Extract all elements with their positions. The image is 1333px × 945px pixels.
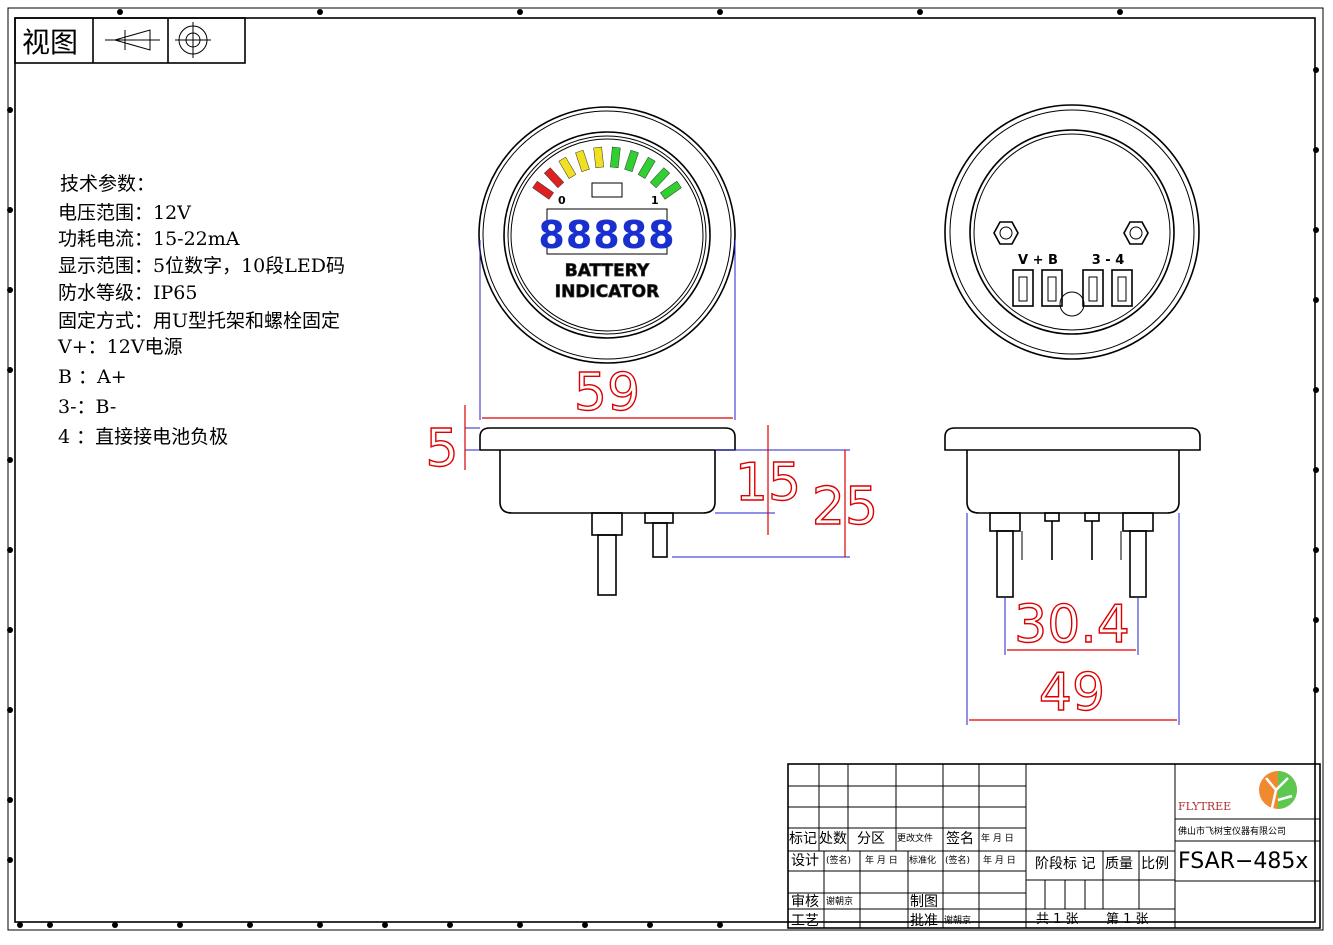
led-segment [593, 146, 605, 169]
dim-flange: 5 [425, 419, 458, 479]
tb-reviewer: 谢朝京 [826, 895, 853, 907]
back-label-right: 3 - 4 [1092, 253, 1125, 268]
tb-approver: 谢朝京 [944, 914, 971, 926]
led-segment [575, 149, 590, 173]
dim-terminal-span: 30.4 [1014, 595, 1130, 655]
tb-date1: 年 月 日 [865, 854, 898, 866]
title-block: 标记 处数 分区 更改文件 签名 年 月 日 设计 (签名) 年 月 日 标准化… [787, 763, 1321, 929]
battery-icon [591, 182, 623, 198]
back-label-left: V + B [1018, 253, 1058, 268]
tb-review: 审核 [791, 894, 819, 910]
dim-body-width: 49 [1039, 663, 1105, 723]
flytree-logo-icon [1259, 771, 1297, 809]
spec-line: 4 ：直接接电池负极 [58, 426, 228, 448]
spec-line: 电压范围：12V [58, 202, 191, 224]
spec-line: 固定方式：用U型托架和螺栓固定 [58, 310, 340, 332]
dim-depth: 15 [735, 453, 801, 513]
tb-drawing: 制图 [910, 894, 938, 910]
frame-marks [7, 9, 1319, 928]
tb-date2: 年 月 日 [983, 854, 1016, 866]
tb-signature: 签名 [946, 830, 974, 847]
tb-sheets: 共 1 张 [1036, 912, 1079, 927]
spec-line: 显示范围：5位数字，10段LED码 [58, 255, 345, 277]
led-segment [637, 156, 656, 179]
tb-sheet-no: 第 1 张 [1106, 912, 1149, 927]
tb-scale: 比例 [1141, 856, 1169, 872]
tb-sign1: (签名) [826, 854, 851, 866]
label-battery: BATTERY [565, 261, 650, 281]
view-label: 视图 [22, 26, 78, 59]
tb-approve: 批准 [910, 913, 938, 929]
inner-frame [14, 17, 1316, 923]
label-indicator: INDICATOR [555, 282, 659, 302]
spec-list: 技术参数： 电压范围：12V 功耗电流：15-22mA 显示范围：5位数字，10… [57, 173, 345, 448]
tb-count: 处数 [819, 831, 847, 847]
lcd-window [546, 208, 668, 255]
tb-zone: 分区 [857, 831, 885, 847]
brand-name: FLYTREE [1178, 800, 1231, 813]
led-segment [660, 180, 682, 200]
led-segment [624, 149, 639, 173]
company-name: 佛山市飞树宝仪器有限公司 [1178, 825, 1286, 837]
front-side-profile: 5 15 25 [425, 405, 879, 596]
dim-diameter: 59 [574, 363, 640, 423]
spec-line: 防水等级：IP65 [58, 282, 197, 304]
scale-max-label: 1 [651, 194, 659, 207]
tb-mark: 标记 [789, 831, 817, 847]
stud-left-icon [993, 221, 1019, 245]
led-segment [609, 146, 621, 169]
tb-stage: 阶段标 记 [1035, 856, 1095, 872]
led-segment [649, 167, 671, 189]
tb-standard: 标准化 [909, 854, 936, 866]
scale-min-label: 0 [558, 194, 566, 207]
tb-process: 工艺 [791, 913, 819, 929]
spec-line: 技术参数： [60, 173, 155, 195]
stud-right-icon [1123, 221, 1149, 245]
dim-total: 25 [812, 477, 878, 537]
projection-view-box: 视图 [14, 17, 246, 64]
back-view: V + B 3 - 4 [944, 104, 1200, 360]
spec-line: 3-：B- [58, 396, 116, 418]
led-bar-scale [532, 146, 682, 200]
tb-change-doc: 更改文件 [897, 832, 933, 844]
projection-symbol-icon [105, 22, 211, 58]
tb-design: 设计 [791, 853, 819, 869]
front-view: 0 1 88888 BATTERY INDICATOR 59 [478, 106, 736, 424]
led-segment [532, 180, 554, 200]
tb-date: 年 月 日 [981, 832, 1014, 844]
lcd-digits: 88888 [538, 213, 675, 257]
tb-sign2: (签名) [945, 854, 970, 866]
part-number: FSAR−485x [1178, 849, 1308, 874]
back-side-profile: 30.4 49 [944, 427, 1201, 725]
spec-line: B ：A+ [58, 366, 127, 388]
terminal-blocks [1012, 269, 1133, 307]
tb-weight: 质量 [1105, 856, 1133, 872]
led-segment [543, 167, 565, 189]
spec-line: 功耗电流：15-22mA [58, 228, 240, 250]
outer-border [7, 7, 1324, 931]
spec-line: V+：12V电源 [57, 336, 183, 358]
led-segment [558, 156, 577, 179]
